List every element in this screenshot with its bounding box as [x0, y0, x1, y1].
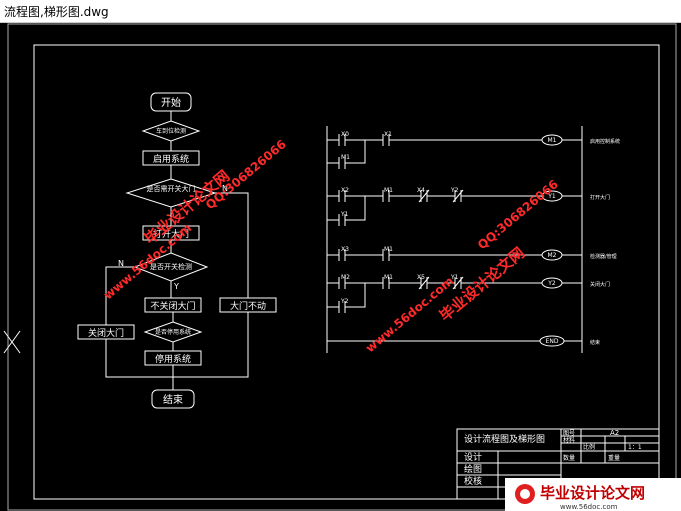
svg-text:Y1: Y1 [450, 274, 459, 281]
svg-text:M1: M1 [384, 274, 393, 281]
title-block-scale-value: 1：1 [628, 444, 642, 451]
title-block-scale-label: 比例 [583, 443, 595, 451]
svg-text:M2: M2 [341, 274, 350, 281]
svg-text:检测器/管理: 检测器/管理 [590, 253, 617, 260]
flow-check-pos-label: 车到位检测 [156, 127, 186, 135]
title-block-material-label: 材料 [563, 436, 575, 444]
title-block-sheet-value: A2 [610, 429, 619, 437]
window-title: 流程图,梯形图.dwg [4, 5, 109, 19]
svg-text:Y1: Y1 [340, 211, 349, 218]
watermark-qq-2: QQ:306826066 [475, 177, 561, 252]
watermarks: 毕业设计论文网 QQ:306826066 www.56doc.com 毕业设计论… [101, 137, 561, 355]
flow-yes-label: Y [173, 282, 179, 291]
flow-open-gate-label: 打开大门 [153, 228, 189, 240]
flow-gate-still-label: 大门不动 [230, 300, 266, 312]
outer-frame [7, 23, 677, 511]
flow-check-switch-label: 是否开关检测 [150, 262, 192, 271]
svg-text:关闭大门: 关闭大门 [590, 281, 610, 288]
flow-disable-label: 停用系统 [155, 353, 191, 365]
flow-enable-label: 启用系统 [153, 153, 189, 165]
flowchart: 开始 车到位检测 启用系统 是否需开关大门 N 打开大门 是否开关检测 N Y … [77, 92, 277, 409]
svg-text:X3: X3 [341, 246, 349, 253]
flow-no-close-label: 不关闭大门 [150, 300, 195, 312]
title-block-sheet-label: 图号 [563, 430, 575, 437]
svg-text:X1: X1 [384, 131, 392, 138]
flow-no-label-2: N [118, 259, 124, 268]
svg-text:M1: M1 [341, 154, 350, 161]
title-block-qty-label: 数量 [563, 454, 575, 462]
flow-end-label: 结束 [163, 393, 183, 406]
cursor-cross-icon [3, 330, 21, 354]
svg-text:X2: X2 [341, 187, 349, 194]
flow-end [151, 389, 195, 409]
title-block-design: 设计 [464, 451, 482, 463]
ladder-diagram: X0 X1 M1 启用控制系统 M1 X2 M1 X4 [326, 126, 620, 353]
flow-no-label-1: N [222, 184, 228, 193]
svg-text:X4: X4 [417, 187, 425, 194]
svg-text:结束: 结束 [590, 339, 600, 346]
window-titlebar: 流程图,梯形图.dwg [0, 0, 681, 23]
svg-text:X0: X0 [341, 131, 349, 138]
svg-text:M1: M1 [384, 187, 393, 194]
svg-text:Y1: Y1 [547, 193, 556, 200]
title-block-title: 设计流程图及梯形图 [464, 433, 545, 445]
flow-close-gate-label: 关闭大门 [88, 327, 124, 339]
logo-brand-text: 毕业设计论文网 [540, 484, 645, 502]
logo-site-text: www.56doc.com [560, 503, 618, 511]
flow-check-stop-label: 是否停用系统 [155, 328, 191, 336]
svg-text:启用控制系统: 启用控制系统 [590, 138, 620, 145]
svg-text:M1: M1 [548, 137, 557, 144]
site-logo: 毕业设计论文网 www.56doc.com [505, 478, 681, 511]
svg-text:Y2: Y2 [547, 280, 556, 287]
svg-text:Y2: Y2 [450, 187, 459, 194]
title-block-review: 校核 [464, 475, 482, 487]
title-block-drawing: 绘图 [464, 463, 482, 475]
svg-text:M1: M1 [384, 246, 393, 253]
rung-end: END 结束 [327, 335, 600, 347]
drawing-border [33, 44, 660, 500]
svg-text:打开大门: 打开大门 [590, 194, 610, 201]
rung-1: X0 X1 M1 启用控制系统 M1 [327, 131, 620, 169]
rung-2: X2 M1 X4 Y2 Y1 打开大门 Y1 [327, 187, 610, 226]
title-block-weight-label: 重量 [608, 454, 620, 462]
rung-3: X3 M1 M2 检测器/管理 [327, 246, 617, 261]
flow-start-label: 开始 [161, 96, 181, 109]
svg-text:END: END [546, 338, 559, 345]
rung-4: M2 M1 X5 Y1 Y2 关闭大门 Y2 [327, 274, 610, 313]
flow-check-open-label: 是否需开关大门 [147, 184, 196, 193]
svg-text:X5: X5 [417, 274, 425, 281]
svg-text:Y2: Y2 [340, 298, 349, 305]
svg-text:M2: M2 [548, 252, 557, 259]
